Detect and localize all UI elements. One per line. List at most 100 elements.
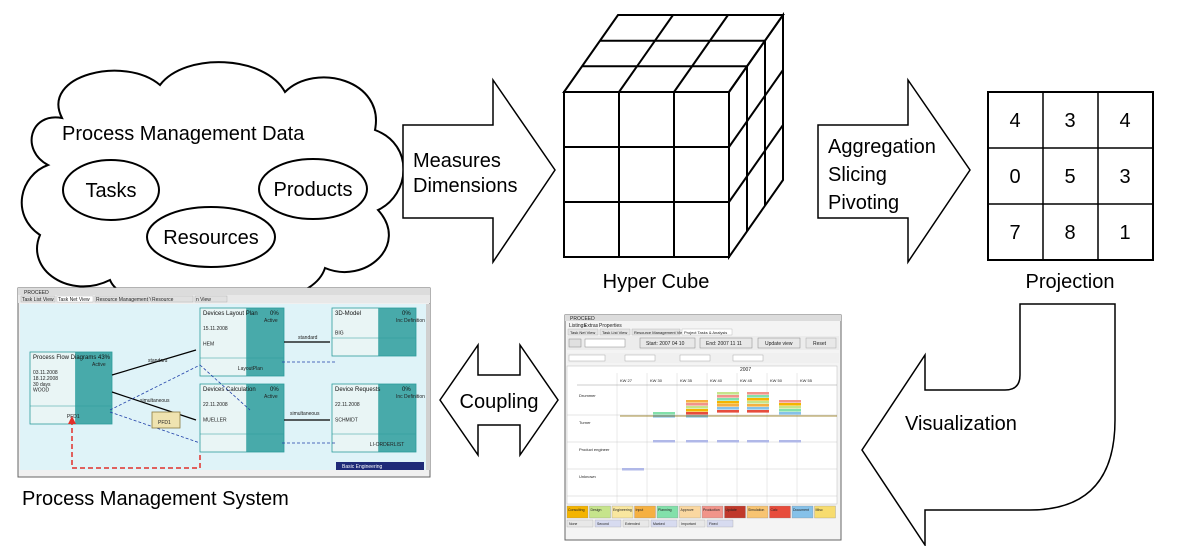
vis-legend-swatch[interactable] xyxy=(566,519,594,528)
vis-start-button[interactable] xyxy=(639,337,696,349)
vis-load-bar[interactable] xyxy=(717,404,739,407)
node-status: Inc Definition xyxy=(396,318,425,324)
vis-menu-item[interactable]: Extras xyxy=(584,323,599,329)
vis-load-bar[interactable] xyxy=(717,398,739,401)
vis-load-bar[interactable] xyxy=(622,468,644,471)
vis-legend-swatch[interactable] xyxy=(679,505,701,519)
vis-legend-swatch[interactable] xyxy=(566,505,589,519)
vis-tab[interactable] xyxy=(599,328,631,336)
vis-load-bar[interactable] xyxy=(747,401,769,404)
vis-legend-swatch[interactable] xyxy=(746,505,769,519)
vis-load-bar[interactable] xyxy=(779,403,801,406)
vis-legend-swatch[interactable] xyxy=(611,505,634,519)
vis-load-bar[interactable] xyxy=(653,412,675,415)
vis-legend-swatch[interactable] xyxy=(622,519,650,528)
vis-legend-label: Calc xyxy=(771,508,778,512)
vis-week-column: KW 30 xyxy=(650,378,663,383)
vis-load-bar[interactable] xyxy=(779,409,801,412)
pms-back-edge xyxy=(71,420,201,469)
vis-load-bar[interactable] xyxy=(747,440,769,443)
pms-tab[interactable] xyxy=(20,295,56,303)
vis-load-bar[interactable] xyxy=(717,407,739,410)
vis-load-bar[interactable] xyxy=(686,406,708,409)
pms-tab[interactable] xyxy=(56,295,94,303)
vis-legend-swatch[interactable] xyxy=(724,505,746,519)
vis-load-bar[interactable] xyxy=(747,392,769,395)
vis-end-button[interactable] xyxy=(699,337,753,349)
vis-load-bar[interactable] xyxy=(717,392,739,395)
document-icon[interactable] xyxy=(151,411,181,429)
vis-legend-swatch[interactable] xyxy=(814,505,836,519)
vis-prev-button[interactable] xyxy=(568,338,582,348)
pms-tab[interactable] xyxy=(94,295,150,303)
vis-legend-swatch[interactable] xyxy=(656,505,679,519)
vis-update-button[interactable] xyxy=(757,337,801,349)
vis-load-bar[interactable] xyxy=(653,440,675,443)
vis-menu-item[interactable]: Properties xyxy=(599,323,622,329)
pms-tab[interactable] xyxy=(150,295,194,303)
vis-legend-swatch[interactable] xyxy=(634,505,656,519)
vis-legend-swatch[interactable] xyxy=(678,519,706,528)
vis-legend-label: None xyxy=(569,522,577,526)
vis-load-bar[interactable] xyxy=(747,404,769,407)
vis-legend-swatch[interactable] xyxy=(650,519,678,528)
vis-tab[interactable] xyxy=(567,328,599,336)
vis-legend-swatch[interactable] xyxy=(791,505,814,519)
vis-load-bar[interactable] xyxy=(779,400,801,403)
edge-label-standard-1: standard xyxy=(148,358,168,364)
vis-reset-button[interactable] xyxy=(805,337,837,349)
vis-filter-select-1[interactable] xyxy=(568,354,606,362)
vis-reset-label: Reset xyxy=(813,341,827,347)
node-start: 03.11.2008 xyxy=(33,370,58,376)
vis-legend-swatch[interactable] xyxy=(594,519,622,528)
vis-load-bar[interactable] xyxy=(747,407,769,410)
vis-filter-select-3[interactable] xyxy=(679,354,711,362)
vis-legend-label: Engineering xyxy=(613,508,632,512)
process-data-cloud: Process Management Data Tasks Products R… xyxy=(20,61,405,306)
vis-menu-item[interactable]: Listings xyxy=(569,323,586,329)
vis-select[interactable] xyxy=(584,338,626,348)
vis-load-bar[interactable] xyxy=(779,406,801,409)
vis-load-bar[interactable] xyxy=(686,409,708,412)
products-bubble xyxy=(258,158,368,220)
pms-status-bar xyxy=(336,462,424,470)
vis-tab[interactable] xyxy=(631,328,681,336)
vis-load-bar[interactable] xyxy=(717,440,739,443)
pms-tab[interactable] xyxy=(194,295,228,303)
vis-legend-swatch[interactable] xyxy=(589,505,611,519)
vis-legend-swatch[interactable] xyxy=(769,505,791,519)
vis-load-bar[interactable] xyxy=(686,400,708,403)
vis-load-bar[interactable] xyxy=(747,410,769,413)
pms-scrollbar[interactable] xyxy=(426,304,430,470)
vis-load-bar[interactable] xyxy=(686,440,708,443)
vis-load-bar[interactable] xyxy=(747,398,769,401)
vis-load-bar[interactable] xyxy=(686,412,708,415)
vis-legend-label: Production xyxy=(703,508,720,512)
document-icon-label: PFD1 xyxy=(158,420,171,426)
vis-load-bar[interactable] xyxy=(717,401,739,404)
node-output: PFD1 xyxy=(67,414,80,420)
vis-legend-swatch[interactable] xyxy=(706,519,734,528)
vis-load-bar[interactable] xyxy=(747,395,769,398)
vis-filter-select-4[interactable] xyxy=(732,354,764,362)
vis-load-bar[interactable] xyxy=(717,410,739,413)
pms-tab-label: Resource xyxy=(152,297,174,303)
projection-cell: 1 xyxy=(1119,222,1130,244)
vis-tab[interactable] xyxy=(681,328,733,336)
vis-load-bar[interactable] xyxy=(779,412,801,415)
vis-load-bar[interactable] xyxy=(717,395,739,398)
vis-legend-swatch[interactable] xyxy=(701,505,724,519)
vis-legend-label: Marked xyxy=(653,522,665,526)
pms-tab-label: Task List View xyxy=(22,297,54,303)
vis-load-bar[interactable] xyxy=(686,403,708,406)
vis-load-bar[interactable] xyxy=(779,440,801,443)
vis-filter-select-2[interactable] xyxy=(624,354,656,362)
